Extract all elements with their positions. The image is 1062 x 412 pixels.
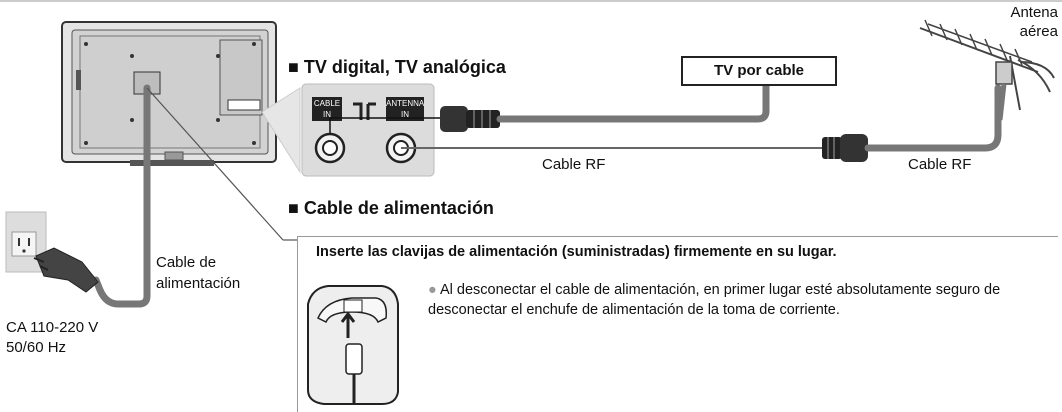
- pointer-power-section: [146, 87, 284, 241]
- insert-arrow-icon: [340, 311, 356, 338]
- cable-tv-connector-icon: [440, 106, 500, 132]
- rf-connector-icon: [822, 134, 868, 162]
- power-panel-title: Inserte las clavijas de alimentación (su…: [316, 244, 837, 260]
- plug-insertion-illustration: [307, 285, 399, 405]
- rf-cable-label-antenna: Cable RF: [908, 156, 972, 173]
- terminal-panel: [301, 83, 435, 177]
- power-info-panel: [297, 236, 1058, 412]
- antenna-icon: [919, 19, 1055, 121]
- power-panel-note: ● Al desconectar el cable de alimentació…: [428, 282, 1001, 318]
- cable-tv-line: [496, 80, 770, 123]
- terminal-separator-icon: [353, 102, 376, 120]
- zoom-wedge: [261, 87, 301, 174]
- section-power-heading: ■ Cable de alimentación: [288, 198, 494, 218]
- antenna-in-label-bg: [386, 97, 424, 121]
- antenna-cable-line: [864, 84, 1002, 152]
- rf-cable-label: Cable RF: [542, 156, 606, 173]
- section-tv-heading: ■ TV digital, TV analógica: [288, 57, 506, 77]
- pointer-cable-in: [329, 117, 440, 134]
- power-plug-icon: [33, 247, 99, 293]
- bullet-icon: ●: [428, 282, 437, 298]
- cable-tv-box: TV por cable: [681, 56, 837, 86]
- power-cable-line: [92, 84, 151, 308]
- tv-back-illustration: [61, 21, 277, 166]
- cable-in-label-bg: [312, 97, 342, 121]
